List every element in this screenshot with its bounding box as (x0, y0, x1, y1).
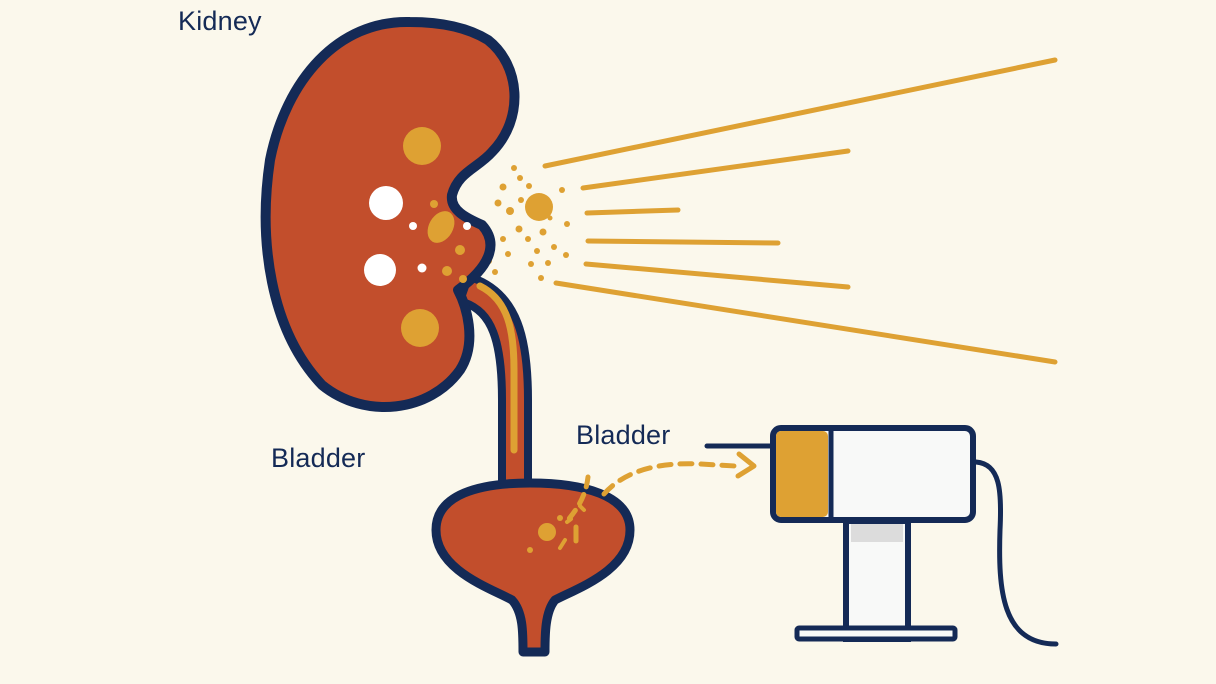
fragment-dot (528, 261, 534, 267)
kidney-stone (430, 200, 438, 208)
fragment-dot (505, 251, 511, 257)
fragment-dot (547, 215, 553, 221)
shockwave-rays (542, 57, 1058, 365)
kidney-stone (442, 266, 452, 276)
shockwave-ray (585, 238, 781, 246)
ureter (451, 273, 532, 512)
bladder-stone (557, 515, 563, 521)
lithotripter-device-icon (704, 425, 1059, 647)
fragment-dot (511, 165, 517, 171)
kidney-stone (401, 309, 439, 347)
shockwave-ray (542, 57, 1058, 169)
device-emitter (776, 431, 828, 517)
fragment-dot (534, 248, 540, 254)
shockwave-ray (583, 261, 851, 290)
fragment-dot (494, 199, 502, 207)
kidney-icon (260, 16, 520, 413)
dashed-arrow-path (601, 461, 738, 497)
fragment-dot (559, 187, 565, 193)
fragment-dot (506, 207, 514, 215)
shockwave-ray (584, 207, 681, 216)
bladder-stone (538, 523, 556, 541)
fragment-dot (515, 225, 523, 233)
kidney-stone (455, 245, 465, 255)
kidney-highlight (364, 254, 396, 286)
kidney-highlight (463, 222, 471, 230)
bladder-stone (578, 504, 586, 512)
bladder-stone (558, 538, 567, 550)
stone-trajectory (565, 451, 757, 523)
fragment-dot (564, 221, 570, 227)
device-base (794, 625, 958, 642)
dashed-stone-path (565, 474, 591, 523)
kidney-stone (403, 127, 441, 165)
kidney-highlight (417, 263, 427, 273)
kidney-highlight (409, 222, 417, 230)
fragment-dot (517, 175, 523, 181)
kidney-label: Kidney (178, 6, 262, 36)
kidney-stone (427, 211, 455, 243)
bladder-stone (527, 547, 533, 553)
device-cable (973, 459, 1059, 647)
bladder-label-secondary: Bladder (576, 420, 671, 450)
shockwave-ray (580, 148, 851, 191)
device-stand-shadow (851, 524, 903, 542)
fragment-dot (545, 260, 551, 266)
fragment-dot (563, 252, 569, 258)
fragment-dot (539, 228, 547, 236)
fragment-dot (500, 236, 506, 242)
bladder-label: Bladder (271, 443, 366, 473)
bladder-body (431, 478, 635, 657)
bladder-icon (431, 478, 635, 657)
arrow-head-icon (735, 451, 757, 479)
fragment-dot (525, 236, 531, 242)
fragment-dot (538, 275, 544, 281)
stone-fragments (486, 165, 570, 281)
kidney-highlight (369, 186, 403, 220)
kidney-stone (459, 275, 467, 283)
fragment-dot (492, 269, 498, 275)
fragment-dot (499, 183, 507, 191)
fragment-dot (526, 183, 532, 189)
fragment-dot (551, 244, 557, 250)
shockwave-ray (553, 280, 1058, 365)
ureter-stone-stream (476, 282, 518, 454)
fragment-dot (525, 193, 553, 221)
fragment-dot (518, 197, 524, 203)
